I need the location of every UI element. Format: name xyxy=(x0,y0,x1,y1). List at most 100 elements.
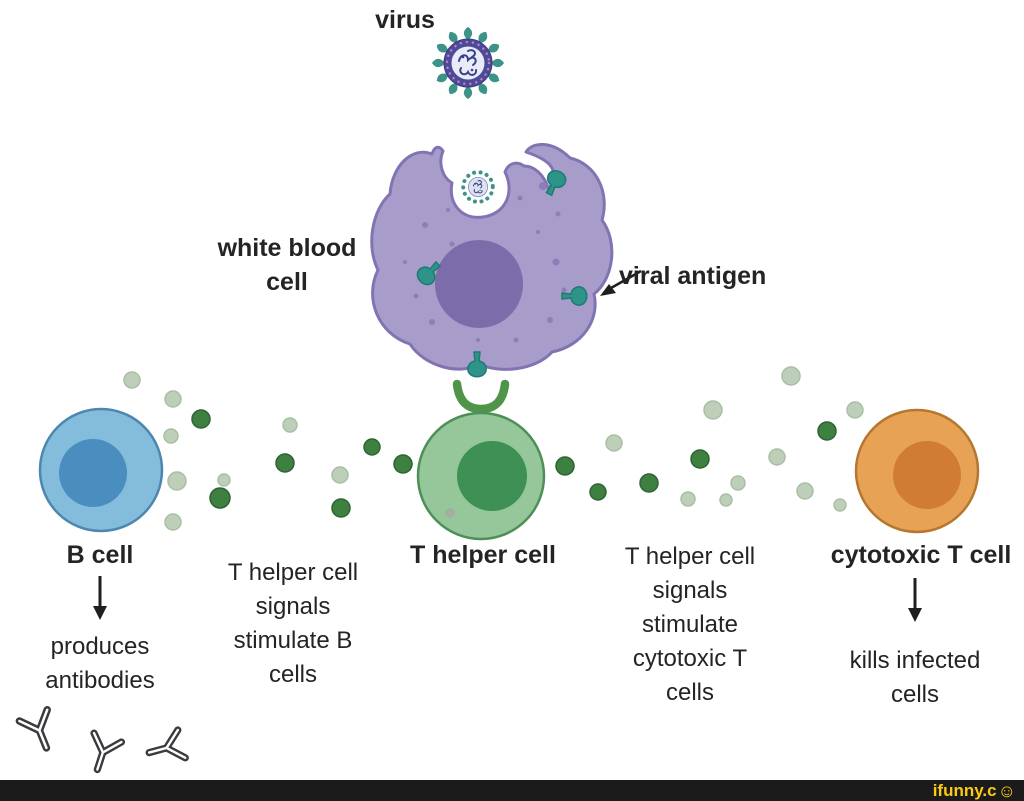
b-cell-nucleus xyxy=(59,439,127,507)
wbc-label-line2: cell xyxy=(266,268,308,296)
watermark-smiley-icon: ☺ xyxy=(997,780,1016,801)
label-line: stimulate B xyxy=(233,627,353,654)
label-line: stimulate xyxy=(641,611,739,638)
wbc-speckle-dot xyxy=(413,293,419,299)
wbc-speckle-dot xyxy=(429,319,435,325)
wbc-label-line1: white blood xyxy=(217,234,357,262)
label-line: kills infected xyxy=(849,647,981,674)
label-line: T helper cell xyxy=(624,543,756,570)
signal-dot-pale xyxy=(605,434,623,452)
signal-dot-pale xyxy=(164,513,182,531)
label-line: cells xyxy=(268,661,317,688)
signal-dot-pale xyxy=(217,473,231,487)
t-helper-label-text: T helper cell xyxy=(410,541,556,569)
signal-dot-pale xyxy=(781,366,801,386)
signal-dot-dark xyxy=(393,454,413,474)
engulfed-virus-core xyxy=(467,176,489,198)
signal-dot-pale xyxy=(164,390,182,408)
produces-antibodies-label: produces antibodies xyxy=(15,630,185,698)
signal-dot-dark xyxy=(639,473,659,493)
signal-dot-dark xyxy=(209,487,231,509)
wbc-speckle-dot xyxy=(513,337,519,343)
signal-dot-dark xyxy=(589,483,607,501)
wbc-speckle-dot xyxy=(561,287,567,293)
signal-dot-pale xyxy=(796,482,814,500)
signal-dot-pale xyxy=(719,493,733,507)
wbc-speckle-dot xyxy=(403,260,407,264)
wbc-speckle-dot xyxy=(449,241,455,247)
arrow-down-cytotoxic xyxy=(906,576,924,624)
wbc-speckle-dot xyxy=(555,211,561,217)
signal-dot-dark xyxy=(555,456,575,476)
signal-dot-pale xyxy=(331,466,349,484)
label-line: signals xyxy=(652,577,728,604)
b-cell-shape xyxy=(38,407,164,533)
cytotoxic-nucleus xyxy=(893,441,961,509)
signal-dot-dark xyxy=(191,409,211,429)
t-helper-signals-b-label: T helper cell signals stimulate B cells xyxy=(203,556,383,692)
cytotoxic-label-text: cytotoxic T cell xyxy=(830,541,1012,569)
t-helper-label: T helper cell xyxy=(393,538,573,572)
signal-dot-dark xyxy=(275,453,295,473)
white-blood-cell-label: white blood cell xyxy=(192,231,382,299)
label-line: cells xyxy=(665,679,714,706)
cytotoxic-t-cell-shape xyxy=(854,408,980,534)
wbc-speckle-dot xyxy=(422,222,428,228)
t-helper-cell-shape xyxy=(416,411,546,541)
label-line: cytotoxic T xyxy=(632,645,748,672)
label-line: signals xyxy=(255,593,331,620)
signal-dot-pale xyxy=(282,417,298,433)
viral-antigen-label: viral antigen xyxy=(619,259,766,293)
t-helper-signals-cytotoxic-label: T helper cell signals stimulate cytotoxi… xyxy=(595,540,785,710)
label-line: cells xyxy=(890,681,939,708)
watermark-bar: ifunny.c☺ xyxy=(0,780,1024,801)
signal-dot-dark xyxy=(331,498,351,518)
label-line: antibodies xyxy=(45,667,155,694)
wbc-speckle-dot xyxy=(536,230,540,234)
signal-dot-pale xyxy=(167,471,187,491)
t-helper-granule xyxy=(445,508,455,518)
signal-dots xyxy=(123,366,864,531)
signal-dot-pale xyxy=(680,491,696,507)
signal-dot-pale xyxy=(163,428,179,444)
b-cell-label: B cell xyxy=(30,538,170,572)
watermark-text: ifunny.c xyxy=(932,780,997,800)
signal-dot-pale xyxy=(768,448,786,466)
engulfed-virus-icon xyxy=(458,167,498,207)
wbc-speckle-dot xyxy=(547,317,553,323)
wbc-speckle-dot xyxy=(446,208,450,212)
wbc-speckle-dot xyxy=(476,338,480,342)
label-line: produces xyxy=(50,633,150,660)
virus-label-text: virus xyxy=(375,6,435,34)
t-helper-nucleus xyxy=(457,441,527,511)
signal-dot-pale xyxy=(123,371,141,389)
signal-dot-pale xyxy=(833,498,847,512)
virus-envelope-dots xyxy=(445,40,491,86)
viral-antigen-label-text: viral antigen xyxy=(619,262,767,290)
cytotoxic-t-cell-label: cytotoxic T cell xyxy=(821,538,1021,572)
virus-icon xyxy=(432,27,504,99)
signal-dot-pale xyxy=(730,475,746,491)
antibody-icon xyxy=(19,710,60,754)
label-line: T helper cell xyxy=(227,559,359,586)
antibodies-group xyxy=(19,710,185,774)
wbc-speckle-dot xyxy=(539,182,547,190)
virus-label: virus xyxy=(330,3,480,37)
signal-dot-pale xyxy=(703,400,723,420)
signal-dot-pale xyxy=(846,401,864,419)
kills-infected-cells-label: kills infected cells xyxy=(825,644,1005,712)
white-blood-cell-shape xyxy=(370,143,614,378)
antibody-icon xyxy=(84,733,122,774)
wbc-speckle-dot xyxy=(552,258,560,266)
signal-dot-dark xyxy=(817,421,837,441)
engulfed-virus-spikes xyxy=(461,170,495,204)
b-cell-label-text: B cell xyxy=(66,541,134,569)
signal-dot-dark xyxy=(690,449,710,469)
signal-dot-dark xyxy=(363,438,381,456)
antibody-icon xyxy=(145,730,185,767)
wbc-speckles xyxy=(403,182,567,343)
arrow-down-b-cell xyxy=(91,574,109,622)
wbc-nucleus xyxy=(435,240,523,328)
